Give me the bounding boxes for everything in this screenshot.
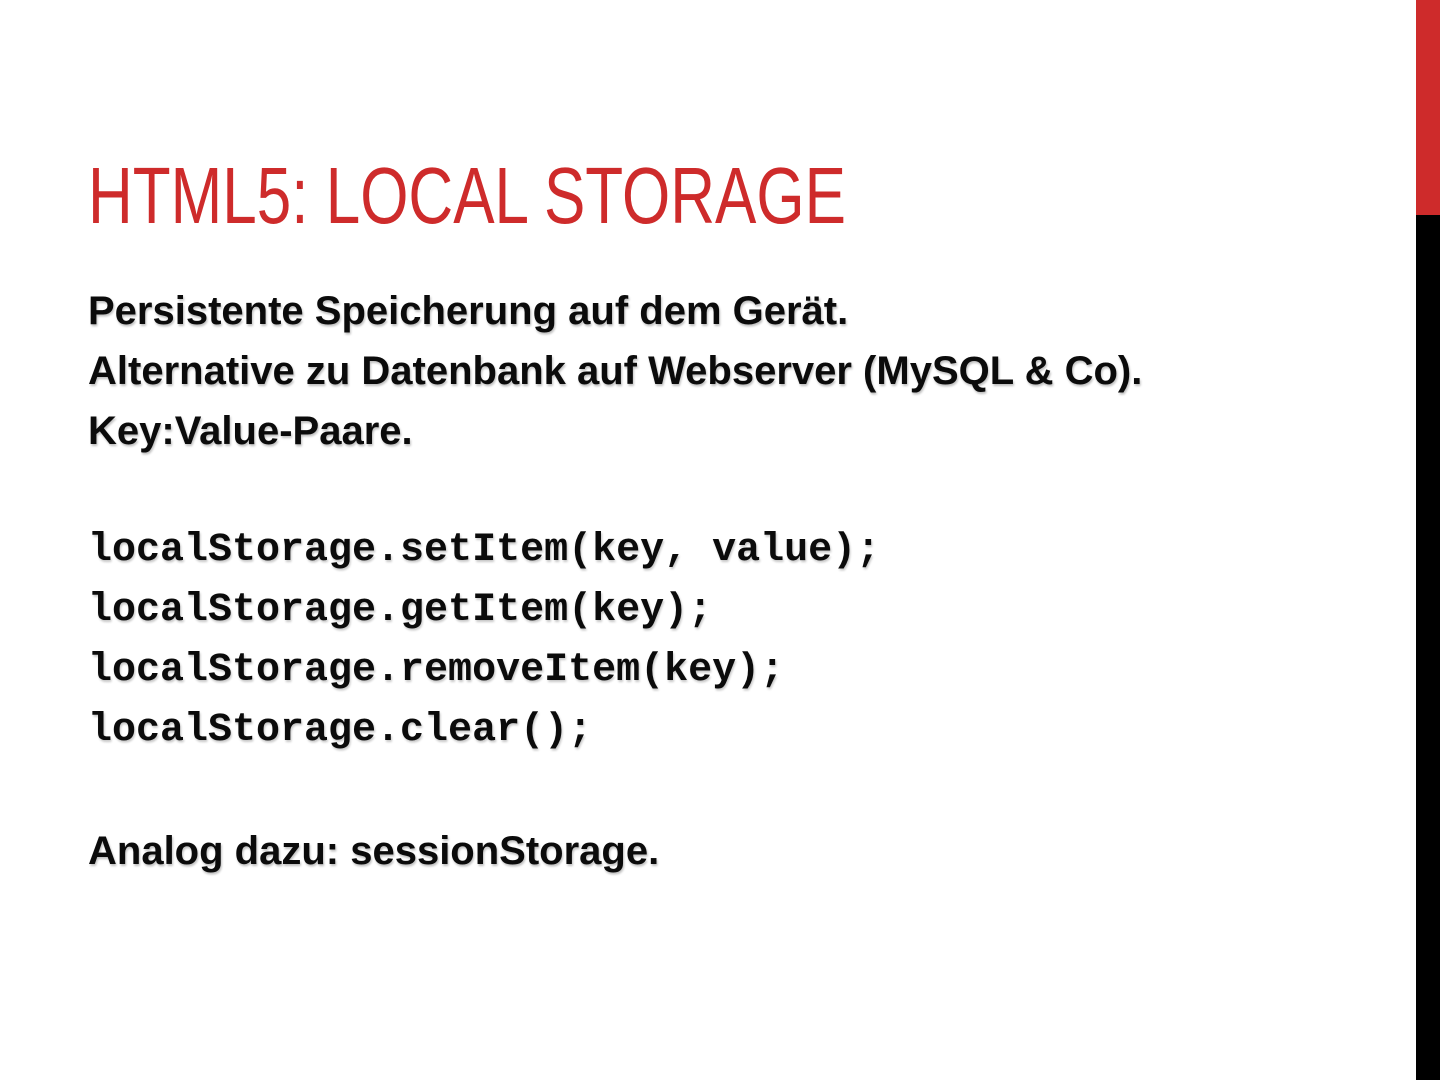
accent-bar-red [1416,0,1440,215]
blank-line [88,461,1380,521]
body-line-keyvalue: Key:Value-Paare. [88,409,413,453]
code-line-removeitem: localStorage.removeItem(key); [88,648,785,693]
body-line-analog: Analog dazu: sessionStorage. [88,829,660,873]
code-line-setitem: localStorage.setItem(key, value); [88,528,881,573]
blank-line [88,761,1380,821]
slide-title: HTML5: LOCAL STORAGE [88,151,846,240]
body-line-alternative: Alternative zu Datenbank auf Webserver (… [88,349,1143,393]
accent-bar-black [1416,215,1440,1080]
body-line-persistente: Persistente Speicherung auf dem Gerät. [88,289,849,333]
slide-body: Persistente Speicherung auf dem Gerät. A… [88,281,1380,881]
code-line-getitem: localStorage.getItem(key); [88,588,713,633]
code-line-clear: localStorage.clear(); [88,708,593,753]
